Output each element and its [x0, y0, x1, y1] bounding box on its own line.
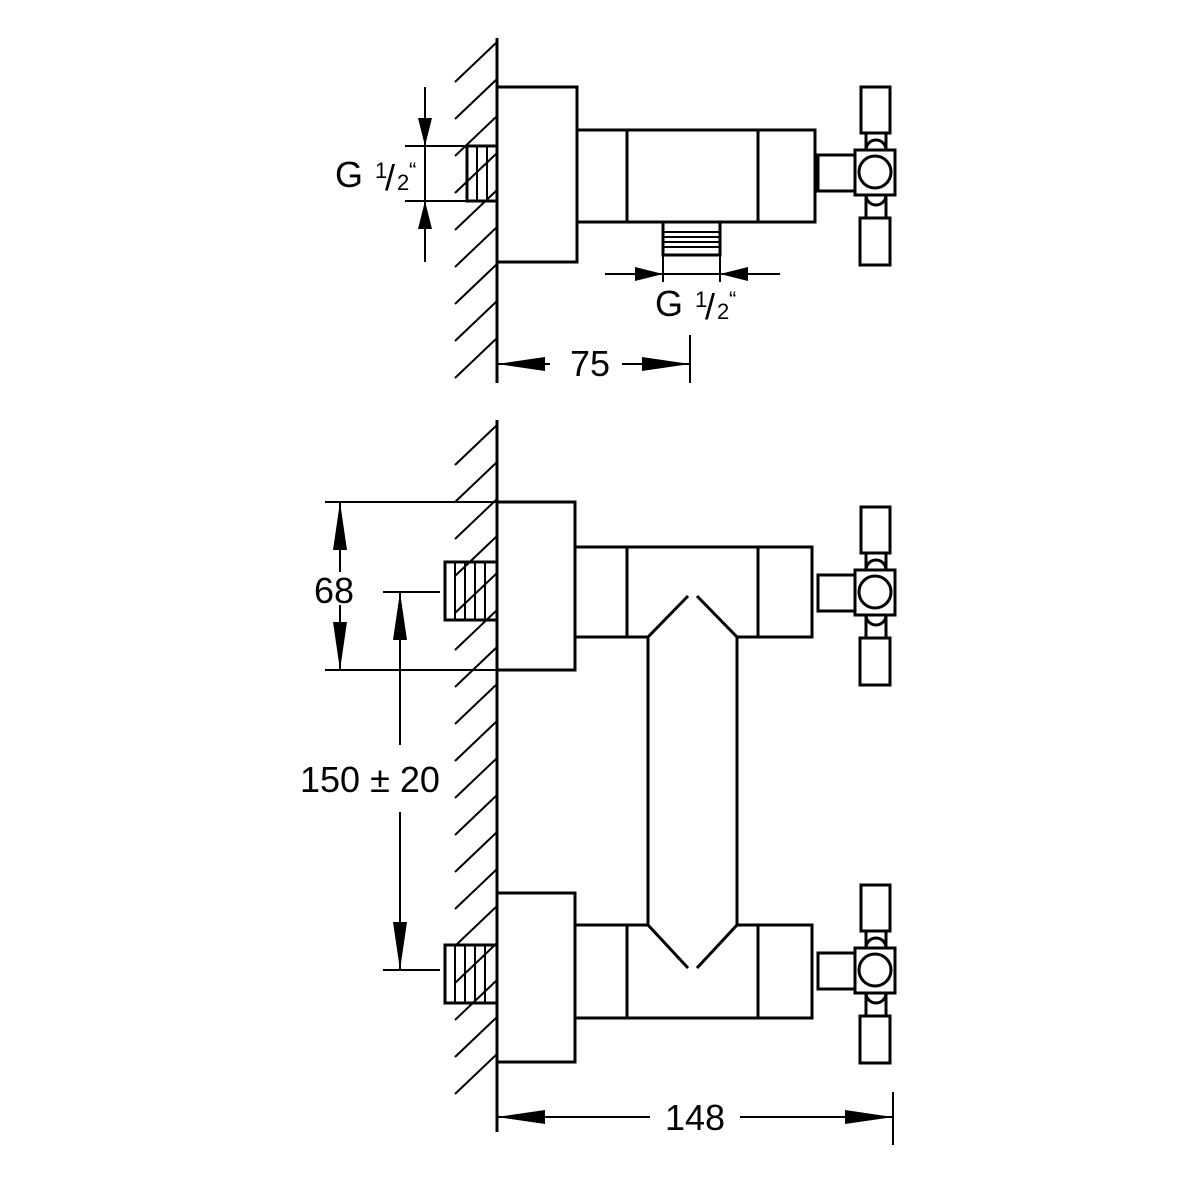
upper-inlet-thread: [443, 560, 499, 622]
hatch-line: [454, 1053, 498, 1095]
hatch-line: [454, 794, 498, 836]
inlet-thread: [465, 144, 499, 203]
dim-75: 75: [570, 343, 610, 384]
hatch-line: [454, 498, 498, 540]
thread-label-outlet: G 1 / 2 “: [655, 283, 736, 327]
svg-text:1: 1: [375, 158, 387, 183]
svg-text:1: 1: [695, 287, 707, 312]
flange: [495, 85, 579, 264]
hatch-line: [454, 226, 498, 268]
lower-flange: [495, 891, 577, 1064]
cross-handle: [816, 85, 897, 267]
hatch-line: [454, 831, 498, 873]
hatch-line: [454, 41, 498, 83]
svg-text:“: “: [409, 158, 416, 183]
hatch-line: [454, 300, 498, 342]
upper-cross-handle: [816, 505, 897, 687]
svg-text:2: 2: [717, 299, 729, 324]
hatch-line: [454, 757, 498, 799]
upper-valve-body: [575, 545, 814, 639]
svg-text:“: “: [729, 287, 736, 312]
front-view: [443, 500, 897, 1065]
dim-68: 68: [314, 570, 354, 611]
hatch-line: [454, 461, 498, 503]
hatch-line: [454, 905, 498, 947]
lower-valve-body: [575, 923, 814, 1020]
svg-text:/: /: [705, 286, 715, 327]
hatch-line: [454, 189, 498, 231]
hatch-line: [454, 1016, 498, 1058]
thread-label-inlet: G 1 / 2 “: [335, 154, 416, 198]
dim-148: 148: [665, 1097, 725, 1138]
svg-text:/: /: [385, 157, 395, 198]
hatch-line: [454, 720, 498, 762]
top-view: [465, 85, 897, 267]
valve-body: [575, 128, 817, 224]
outlet-thread: [661, 220, 722, 257]
hatch-line: [454, 78, 498, 120]
hatch-line: [454, 424, 498, 466]
hatch-line: [454, 535, 498, 577]
hatch-line: [454, 115, 498, 157]
svg-text:G: G: [335, 154, 363, 195]
hatch-line: [454, 868, 498, 910]
upper-flange: [495, 500, 577, 672]
hatch-line: [454, 609, 498, 651]
lower-inlet-thread: [443, 943, 499, 1005]
hatch-line: [454, 263, 498, 305]
hatch-line: [454, 683, 498, 725]
svg-text:2: 2: [397, 170, 409, 195]
svg-text:G: G: [655, 283, 683, 324]
dim-150: 150 ± 20: [300, 759, 440, 800]
dimension-lines: [325, 87, 894, 1145]
hatch-line: [454, 646, 498, 688]
hatch-line: [454, 337, 498, 379]
lower-cross-handle: [816, 883, 897, 1065]
